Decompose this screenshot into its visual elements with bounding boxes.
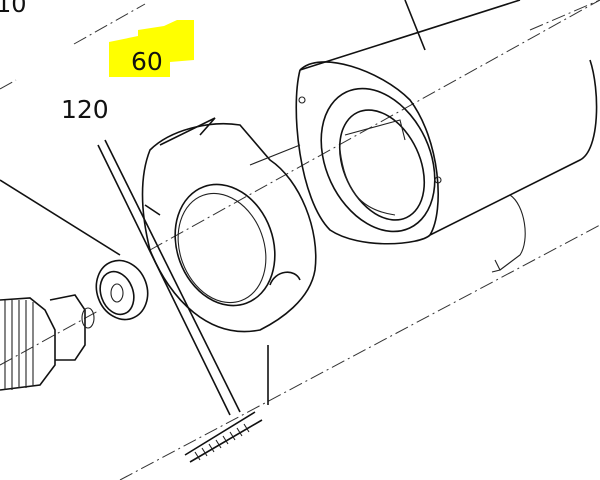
part-label-120: 120 — [61, 95, 109, 124]
bearing — [95, 259, 149, 321]
mounting-ring — [141, 117, 317, 333]
label-highlight — [109, 20, 194, 77]
motor-housing — [295, 0, 598, 273]
armature — [0, 294, 95, 391]
part-label-10: 10 — [0, 0, 27, 18]
bolt — [0, 139, 269, 463]
part-label-60: 60 — [131, 47, 163, 76]
